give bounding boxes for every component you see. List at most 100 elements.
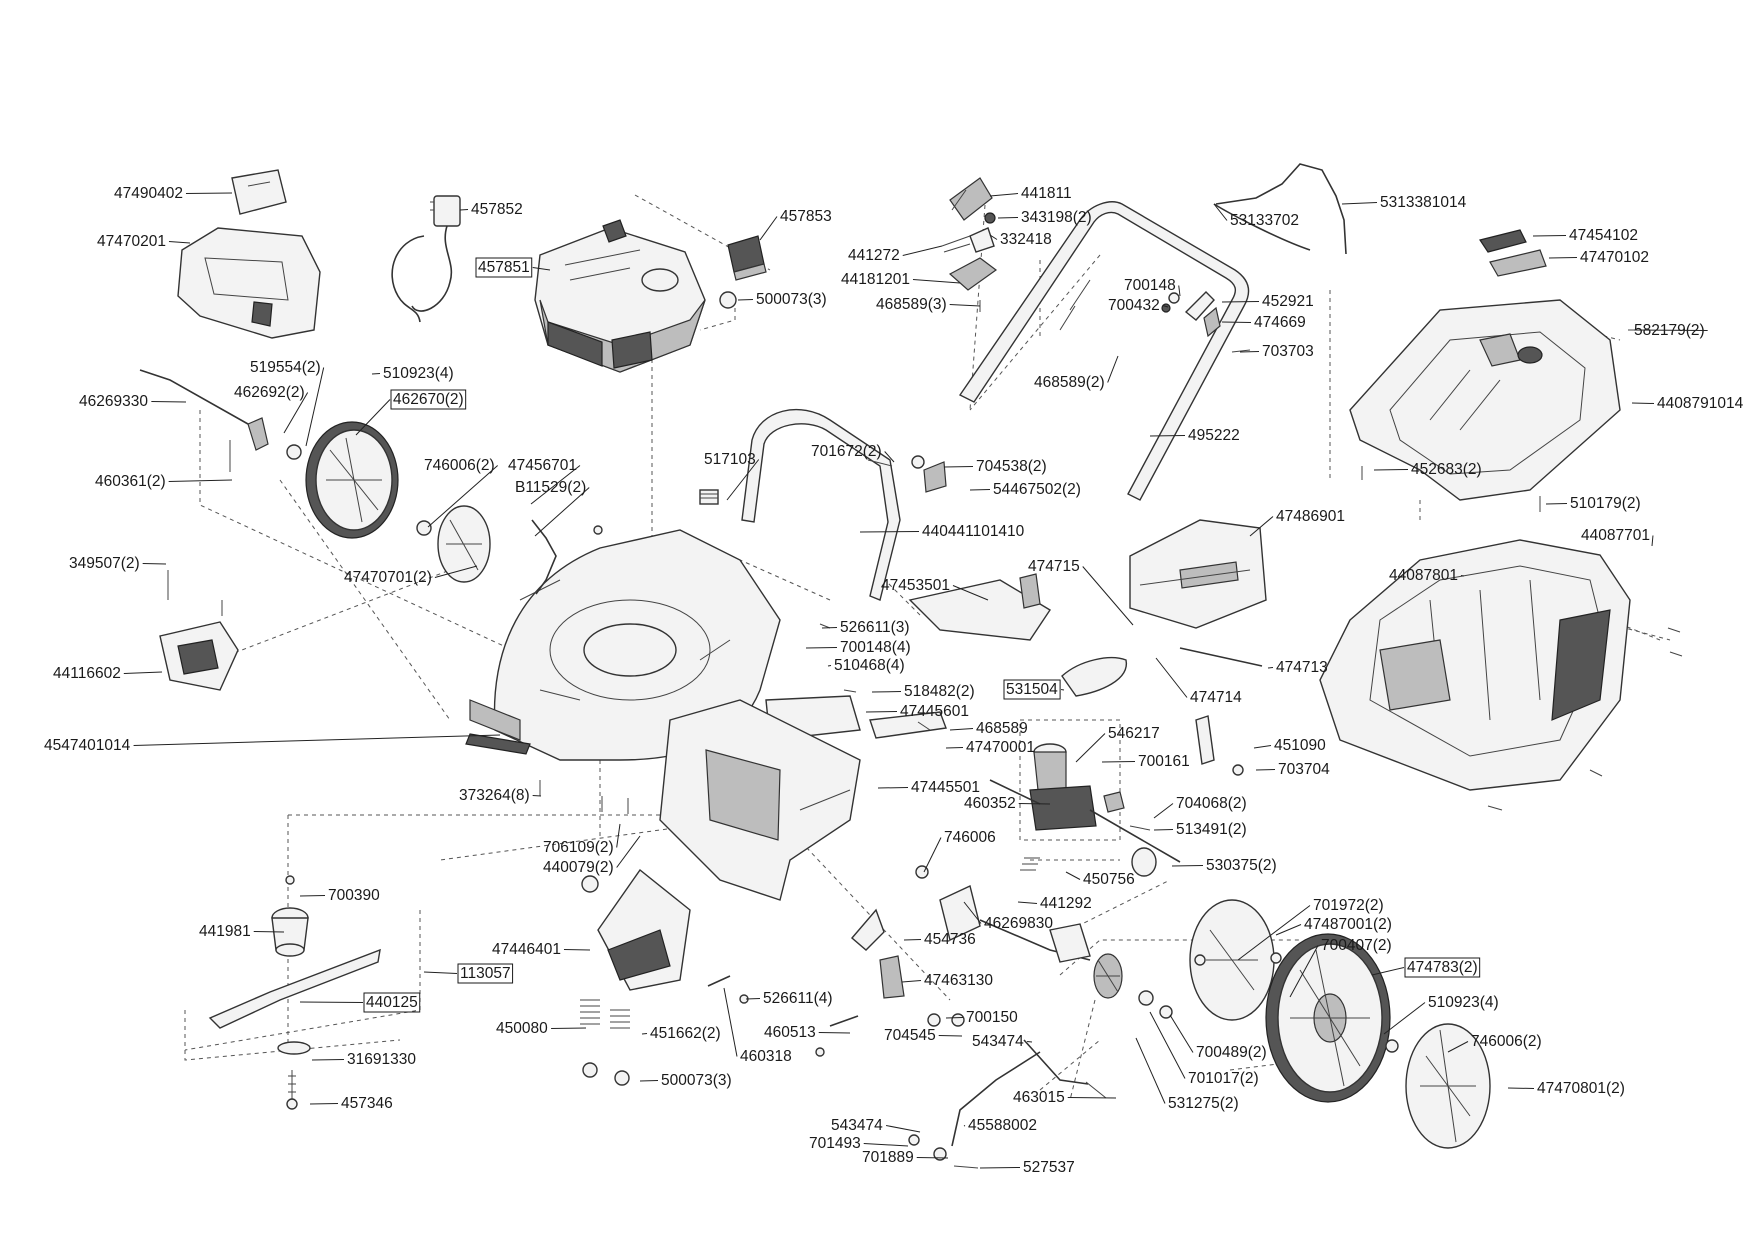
callout: 452683(2) (1373, 461, 1482, 478)
part-number-label: 704538(2) (976, 458, 1047, 475)
callout: 441811 (989, 185, 1072, 202)
callout: 700148 (1124, 277, 1181, 297)
callout: 531504 (1003, 679, 1065, 700)
part-number-label: 463015 (1013, 1089, 1065, 1106)
callout: 53133702 (1213, 203, 1299, 229)
callout: 451090 (1253, 737, 1326, 754)
part-number-label: 47456701 (508, 457, 577, 474)
leader-line (1460, 575, 1465, 577)
callout: 47463130 (901, 972, 993, 989)
leader-line (969, 489, 991, 491)
part-number-label: 701017(2) (1188, 1070, 1259, 1087)
part-number-box (457, 963, 514, 984)
callout: 510468(4) (827, 657, 905, 674)
callout: 450080 (496, 1020, 587, 1037)
part-number-label: 457346 (341, 1095, 393, 1112)
callout: 526611(4) (745, 990, 833, 1007)
part-number-label: 44116602 (53, 665, 121, 682)
leader-line (142, 563, 167, 565)
callout: 517103 (704, 451, 760, 501)
callout: 47453501 (881, 577, 989, 601)
tension-spring-part (1020, 857, 1040, 871)
leader-line (1507, 1087, 1535, 1089)
callout: 513491(2) (1153, 821, 1247, 838)
leader-line (427, 465, 499, 528)
part-number-label: 332418 (1000, 231, 1052, 248)
leader-line (1249, 516, 1274, 537)
callout: 468589 (949, 720, 1028, 737)
part-number-label: 526611(4) (763, 990, 833, 1007)
leader-line (283, 392, 309, 434)
leader-line (821, 627, 838, 629)
part-number-box (1404, 957, 1481, 978)
leader-line (1447, 1041, 1469, 1053)
callout: 457852 (459, 201, 523, 218)
part-number-label: 46269330 (79, 393, 148, 410)
callout: 113057 (423, 963, 514, 984)
part-number-label: 531275(2) (1168, 1095, 1239, 1112)
callout: 460318 (723, 987, 792, 1065)
callout: 440441101410 (859, 523, 1025, 540)
leader-line (616, 823, 621, 848)
part-number-label: 47470801(2) (1537, 1080, 1625, 1097)
callout: 460513 (764, 1024, 851, 1041)
leader-line (723, 987, 738, 1057)
callout: 44087701 (1581, 527, 1654, 547)
front-wheel-left-part (305, 421, 399, 539)
deflector-spring-part (580, 875, 630, 1086)
leader-line (877, 787, 909, 789)
leader-line (952, 585, 989, 601)
leader-line (1651, 535, 1654, 547)
leader-line (534, 487, 590, 537)
leader-line (1153, 803, 1174, 819)
leader-line (1149, 1011, 1186, 1079)
leader-line (1135, 1037, 1166, 1104)
leader-line (945, 747, 964, 749)
leader-line (1289, 945, 1319, 998)
leader-line (530, 465, 581, 505)
leader-line (745, 998, 761, 1000)
callout: 47470201 (97, 233, 191, 250)
handle-bolt-part (867, 455, 947, 493)
part-number-label: 450756 (1083, 871, 1135, 888)
part-number-label: 5313381014 (1380, 194, 1467, 211)
part-number-label: 451090 (1274, 737, 1326, 754)
nut-part (719, 291, 737, 309)
leader-line (827, 665, 832, 667)
callout: 510923(4) (371, 365, 454, 382)
leader-line (309, 1103, 339, 1105)
callout: 704538(2) (943, 458, 1047, 475)
part-number-label: 440125 (366, 994, 418, 1011)
catcher-body-part (1319, 539, 1631, 791)
leader-line (989, 234, 998, 240)
part-number-label: 518482(2) (904, 683, 975, 700)
part-number-label: 441292 (1040, 895, 1092, 912)
part-number-label: 704545 (884, 1027, 936, 1044)
leader-line (133, 734, 501, 746)
spring-part (699, 489, 719, 505)
part-number-label: 451662(2) (650, 1025, 721, 1042)
leader-line (902, 245, 943, 256)
part-number-label: 510923(4) (1428, 994, 1499, 1011)
callout: 450756 (1065, 871, 1135, 888)
leader-line (616, 835, 641, 868)
part-number-label: 460513 (764, 1024, 816, 1041)
leader-line (1065, 871, 1081, 880)
part-number-label: 527537 (1023, 1159, 1075, 1176)
battery-cover-part (177, 227, 321, 339)
callout: 462692(2) (234, 384, 309, 434)
front-spring-part (531, 519, 603, 595)
part-number-label: 513491(2) (1176, 821, 1247, 838)
part-number-label: 510468(4) (834, 657, 905, 674)
leader-line (1018, 803, 1051, 805)
leader-line (903, 939, 922, 941)
part-number-label: 450080 (496, 1020, 548, 1037)
part-number-label: 460318 (740, 1048, 792, 1065)
callout: 704545 (884, 1027, 963, 1044)
leader-line (185, 192, 233, 194)
handle-lever-part (941, 177, 998, 312)
part-number-label: B11529(2) (515, 479, 586, 496)
part-number-label: 31691330 (347, 1051, 416, 1068)
leader-line (1155, 657, 1188, 698)
leader-line (863, 1143, 909, 1147)
